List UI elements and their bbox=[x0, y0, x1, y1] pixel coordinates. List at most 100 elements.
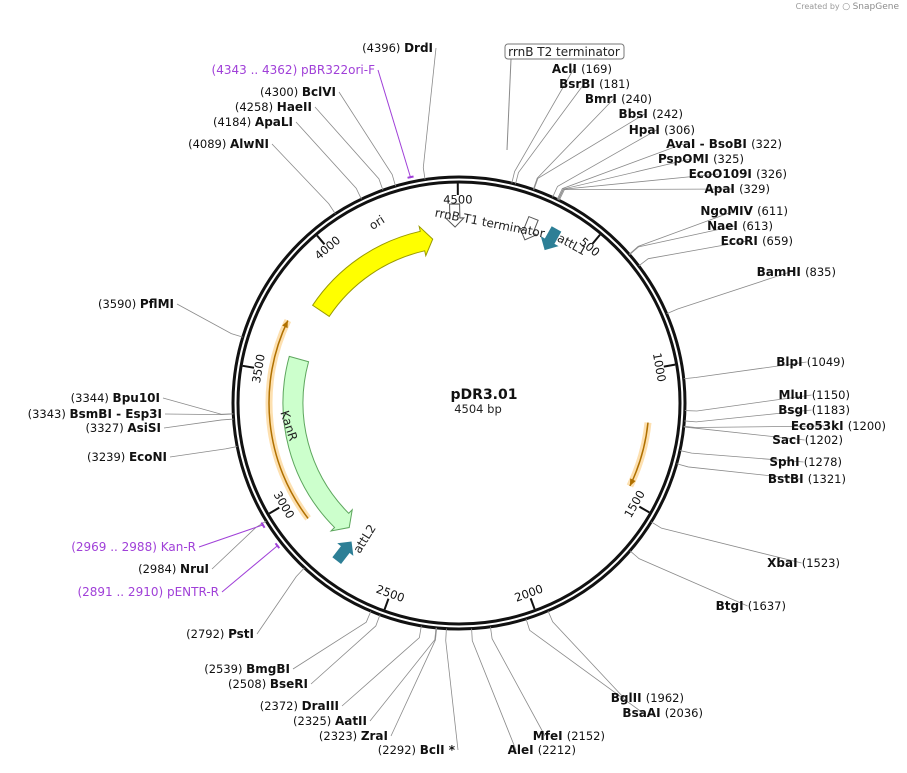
enzyme-site-mlui[interactable]: MluI (1150) bbox=[779, 388, 851, 402]
enzyme-site-alei[interactable]: AleI (2212) bbox=[508, 743, 576, 757]
enzyme-site-bsgi[interactable]: BsgI (1183) bbox=[778, 403, 850, 417]
feature-attl1 bbox=[518, 215, 539, 241]
enzyme-label-pspomi: PspOMI (325) bbox=[658, 152, 744, 166]
leader-xbai bbox=[651, 521, 802, 564]
enzyme-site-bcli[interactable]: (2292) BclI * bbox=[378, 743, 456, 757]
snapgene-logo-icon: ○ bbox=[842, 2, 851, 12]
enzyme-site-bseri[interactable]: (2508) BseRI bbox=[228, 677, 308, 691]
tick-2000 bbox=[529, 597, 536, 610]
enzyme-label-btgi: BtgI (1637) bbox=[716, 599, 786, 613]
enzyme-site-sphi[interactable]: SphI (1278) bbox=[769, 455, 842, 469]
enzyme-site-avai-bsobi[interactable]: AvaI - BsoBI (322) bbox=[666, 137, 782, 151]
enzyme-site-blpi[interactable]: BlpI (1049) bbox=[776, 355, 845, 369]
leader-bglii bbox=[547, 610, 625, 699]
primer-label-pentr-r: (2891 .. 2910) pENTR-R bbox=[77, 585, 219, 599]
leader-bcli bbox=[445, 628, 459, 751]
enzyme-label-aatii: (2325) AatII bbox=[293, 714, 367, 728]
enzyme-label-haeii: (4258) HaeII bbox=[235, 100, 312, 114]
highlight-arcs-layer bbox=[265, 318, 652, 521]
enzyme-site-alwni[interactable]: (4089) AlwNI bbox=[188, 137, 269, 151]
enzyme-site-drdi[interactable]: (4396) DrdI bbox=[362, 41, 433, 55]
enzyme-label-bseri: (2508) BseRI bbox=[228, 677, 308, 691]
enzyme-site-mfei[interactable]: MfeI (2152) bbox=[533, 729, 605, 743]
leader-avai-bsobi bbox=[556, 143, 683, 200]
enzyme-site-econi[interactable]: (3239) EcoNI bbox=[87, 450, 167, 464]
enzyme-site-bamhi[interactable]: BamHI (835) bbox=[757, 265, 836, 279]
rrnb-t2-box bbox=[504, 43, 625, 60]
leader-mlui bbox=[684, 394, 812, 412]
leader-alei bbox=[471, 628, 517, 751]
leaders-layer bbox=[162, 47, 825, 751]
enzyme-site-xbai[interactable]: XbaI (1523) bbox=[767, 556, 840, 570]
enzyme-label-apali: (4184) ApaLI bbox=[213, 115, 293, 129]
enzyme-site-bglii[interactable]: BglII (1962) bbox=[611, 691, 684, 705]
enzyme-site-psti[interactable]: (2792) PstI bbox=[186, 627, 254, 641]
enzyme-site-bmgbi[interactable]: (2539) BmgBI bbox=[204, 662, 290, 676]
enzyme-site-bbsi[interactable]: BbsI (242) bbox=[619, 107, 683, 121]
enzyme-label-ecori: EcoRI (659) bbox=[721, 234, 793, 248]
leader-apali bbox=[295, 121, 362, 200]
enzyme-site-hpai[interactable]: HpaI (306) bbox=[629, 123, 695, 137]
orange-arc-head-1 bbox=[282, 320, 288, 329]
tick-2500 bbox=[383, 598, 390, 610]
rrnb-t2-terminator-label: rrnB T2 terminator bbox=[504, 43, 625, 151]
enzyme-label-saci: SacI (1202) bbox=[772, 433, 843, 447]
enzyme-site-ecoo109i[interactable]: EcoO109I (326) bbox=[689, 167, 787, 181]
enzyme-site-pspomi[interactable]: PspOMI (325) bbox=[658, 152, 744, 166]
feature-ori-shape bbox=[311, 224, 434, 318]
leader-hpai bbox=[552, 129, 657, 198]
enzyme-label-mlui: MluI (1150) bbox=[779, 388, 851, 402]
enzyme-site-haeii[interactable]: (4258) HaeII bbox=[235, 100, 312, 114]
primer-label-kan-r: (2969 .. 2988) Kan-R bbox=[71, 540, 196, 554]
leader-bamhi bbox=[666, 271, 791, 315]
leader-btgi bbox=[629, 550, 748, 607]
primer-kan-r[interactable]: (2969 .. 2988) Kan-R bbox=[71, 522, 266, 554]
enzyme-label-bsgi: BsgI (1183) bbox=[778, 403, 850, 417]
leader-psti bbox=[256, 567, 305, 635]
leader-draiii bbox=[341, 625, 422, 707]
enzyme-site-bclvi[interactable]: (4300) BclVI bbox=[260, 85, 336, 99]
rrnb-t2-text: rrnB T2 terminator bbox=[508, 45, 620, 59]
enzyme-site-ngomiv[interactable]: NgoMIV (611) bbox=[700, 204, 788, 218]
enzyme-site-asisi[interactable]: (3327) AsiSI bbox=[85, 421, 161, 435]
enzyme-site-bmri[interactable]: BmrI (240) bbox=[585, 92, 652, 106]
leader-pflmi bbox=[176, 303, 243, 338]
enzyme-site-apali[interactable]: (4184) ApaLI bbox=[213, 115, 293, 129]
enzyme-site-bsaai[interactable]: BsaAI (2036) bbox=[622, 706, 703, 720]
enzyme-site-bpu10i[interactable]: (3344) Bpu10I bbox=[71, 391, 160, 405]
leader-ecori bbox=[638, 240, 748, 267]
enzyme-label-asisi: (3327) AsiSI bbox=[85, 421, 161, 435]
enzyme-site-acli[interactable]: AclI (169) bbox=[552, 62, 612, 76]
leader-bsgi bbox=[684, 409, 812, 423]
leader-bmri bbox=[532, 98, 614, 190]
tick-1500 bbox=[638, 505, 650, 514]
enzyme-site-draiii[interactable]: (2372) DraIII bbox=[260, 699, 339, 713]
feature-attl1-blue bbox=[540, 226, 562, 251]
enzyme-site-bsmbi-esp3i[interactable]: (3343) BsmBI - Esp3I bbox=[28, 407, 162, 421]
enzyme-site-naei[interactable]: NaeI (613) bbox=[707, 219, 773, 233]
enzyme-label-mfei: MfeI (2152) bbox=[533, 729, 605, 743]
enzyme-site-pflmi[interactable]: (3590) PflMI bbox=[98, 297, 174, 311]
primer-pentr-r[interactable]: (2891 .. 2910) pENTR-R bbox=[77, 542, 281, 599]
enzyme-label-ecoo109i: EcoO109I (326) bbox=[689, 167, 787, 181]
enzyme-label-sphi: SphI (1278) bbox=[769, 455, 842, 469]
enzyme-site-aatii[interactable]: (2325) AatII bbox=[293, 714, 367, 728]
enzyme-site-bsrbi[interactable]: BsrBI (181) bbox=[559, 77, 630, 91]
enzyme-site-zrai[interactable]: (2323) ZraI bbox=[319, 729, 388, 743]
enzyme-site-bstbi[interactable]: BstBI (1321) bbox=[768, 472, 846, 486]
tick-1000 bbox=[663, 363, 676, 368]
leader-ecoo109i bbox=[557, 173, 719, 201]
primer-pbr322ori-f[interactable]: (4343 .. 4362) pBR322ori-F bbox=[212, 63, 414, 179]
enzyme-site-btgi[interactable]: BtgI (1637) bbox=[716, 599, 786, 613]
enzyme-label-pflmi: (3590) PflMI bbox=[98, 297, 174, 311]
enzyme-site-eco53ki[interactable]: Eco53kI (1200) bbox=[791, 419, 886, 433]
feature-kanr bbox=[282, 355, 353, 532]
enzyme-site-apai[interactable]: ApaI (329) bbox=[704, 182, 770, 196]
enzyme-site-saci[interactable]: SacI (1202) bbox=[772, 433, 843, 447]
enzyme-site-ecori[interactable]: EcoRI (659) bbox=[721, 234, 793, 248]
enzyme-site-nrui[interactable]: (2984) NruI bbox=[138, 562, 209, 576]
leader-asisi bbox=[163, 418, 234, 429]
enzyme-label-bclvi: (4300) BclVI bbox=[260, 85, 336, 99]
leader-zrai bbox=[390, 627, 438, 737]
